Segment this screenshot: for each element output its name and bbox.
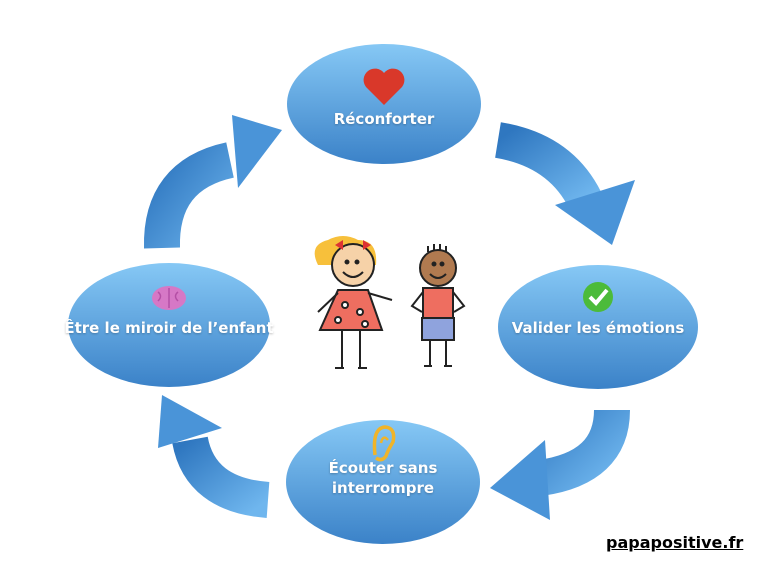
step-ellipse-valider xyxy=(498,265,698,389)
brain-icon xyxy=(152,286,186,310)
step-label-valider: Valider les émotions xyxy=(511,319,685,337)
children-illustration xyxy=(314,236,466,369)
ear-icon xyxy=(372,425,396,462)
boy-drawing xyxy=(410,244,466,367)
step-label-miroir: Être le miroir de l’enfant xyxy=(64,319,274,337)
step-label-reconforter: Réconforter xyxy=(333,110,435,128)
arrow-top-to-right xyxy=(494,122,635,245)
arrow-right-to-bottom xyxy=(490,409,630,520)
arrow-bottom-to-left xyxy=(158,395,270,518)
step-ellipse-miroir xyxy=(68,263,270,387)
heart-icon xyxy=(363,68,405,105)
arrow-left-to-top xyxy=(143,115,282,249)
website-link[interactable]: papapositive.fr xyxy=(606,533,744,552)
step-label-ecouter: Écouter sans interrompre xyxy=(328,459,438,497)
check-icon xyxy=(583,282,613,312)
step-ellipse-ecouter xyxy=(286,420,480,544)
girl-drawing xyxy=(314,236,393,369)
